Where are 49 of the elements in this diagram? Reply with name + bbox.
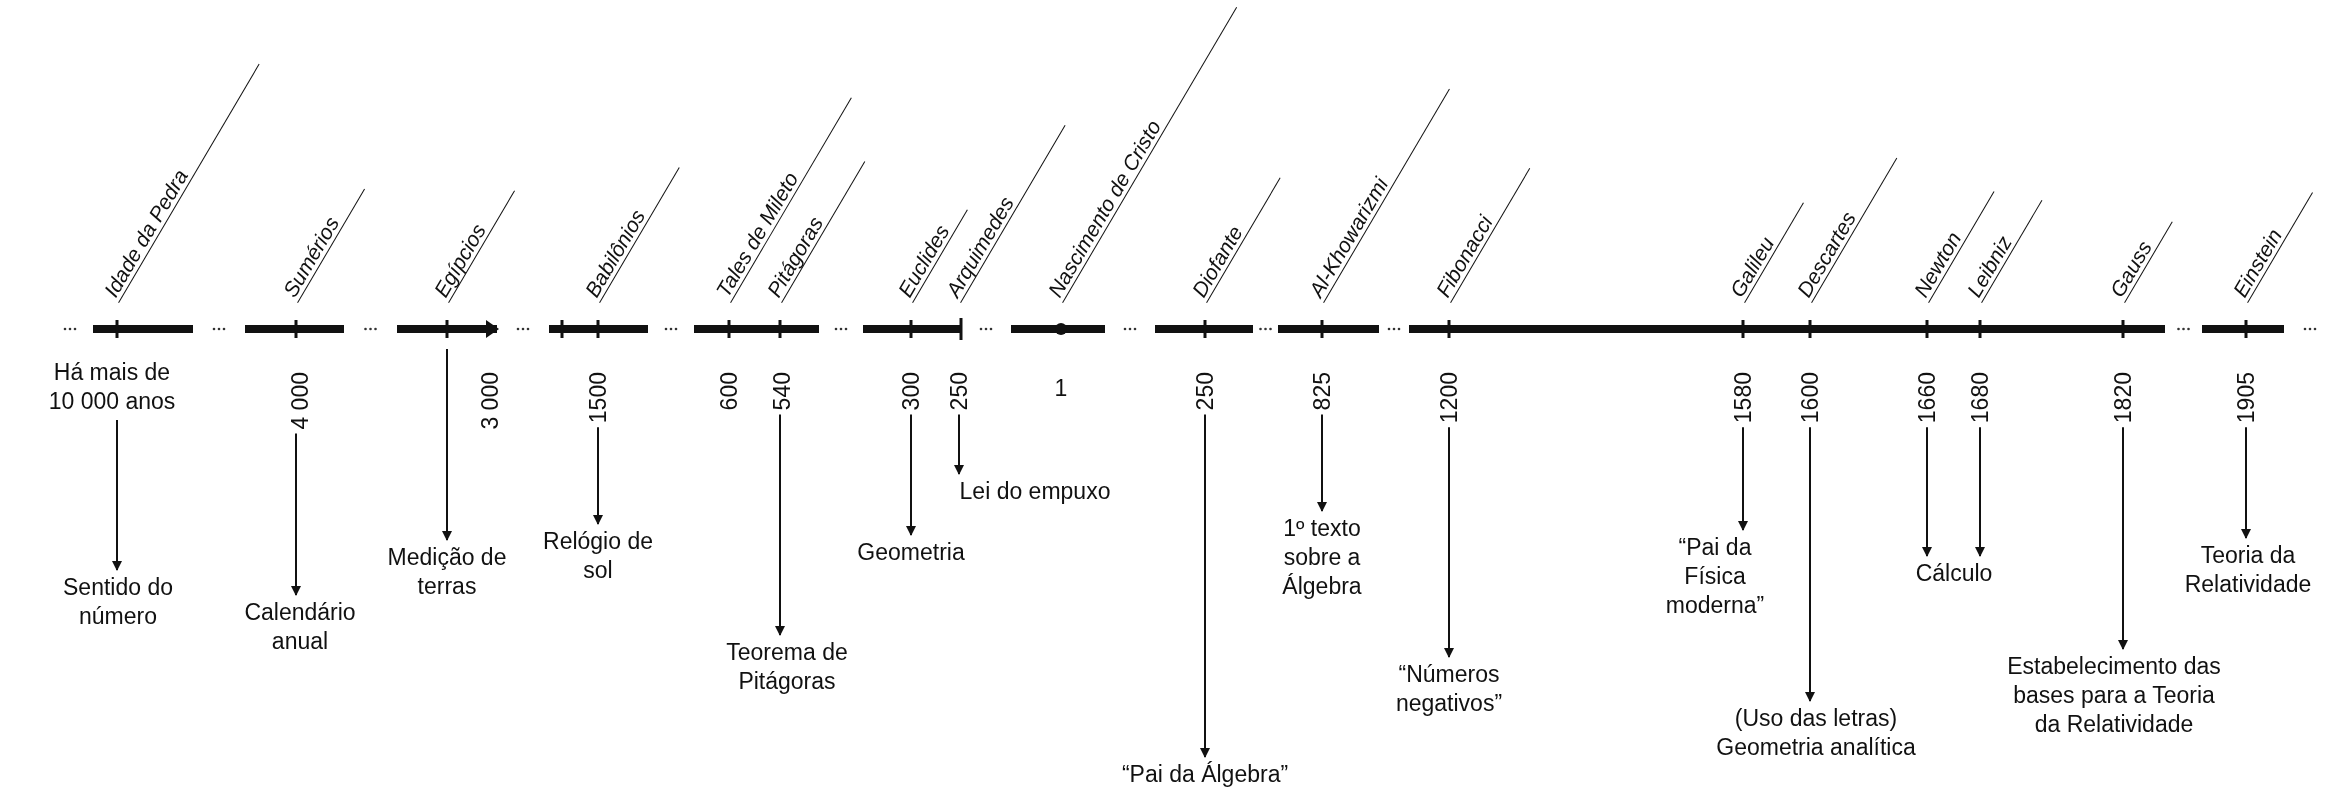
event-label: Geometria [857, 538, 965, 567]
arrow [1200, 413, 1210, 758]
arrow [2241, 426, 2251, 539]
arrow [954, 413, 964, 475]
year-label: 3 000 [477, 372, 503, 430]
event-label: Sentido do número [43, 573, 193, 631]
arrow [1805, 426, 1815, 702]
year-label: 540 [769, 372, 795, 411]
arrow [1922, 426, 1932, 557]
year-label: 1680 [1967, 372, 1993, 424]
event-label: Cálculo [1915, 559, 1993, 588]
event-label: 1º texto sobre a Álgebra [1262, 514, 1382, 601]
year-label: 1 [1054, 374, 1068, 403]
event-label: “Números negativos” [1374, 660, 1524, 718]
arrow [2118, 426, 2128, 650]
year-label: 250 [1192, 372, 1218, 411]
event-label: (Uso das letras) Geometria analítica [1716, 704, 1916, 762]
year-label: 1820 [2110, 372, 2136, 424]
year-label: 825 [1309, 372, 1335, 411]
event-label: “Pai da Física moderna” [1645, 533, 1785, 620]
arrow [1317, 413, 1327, 512]
event-label: Calendário anual [225, 598, 375, 656]
arrow [1975, 426, 1985, 557]
event-label: Medição de terras [362, 543, 532, 601]
arrow [1738, 426, 1748, 531]
year-label: 1200 [1436, 372, 1462, 424]
year-label: Há mais de 10 000 anos [46, 358, 178, 416]
year-label: 1905 [2233, 372, 2259, 424]
year-label: 1580 [1730, 372, 1756, 424]
year-label: 4 000 [287, 372, 313, 430]
year-label: 1500 [585, 372, 611, 424]
year-label: 600 [716, 372, 742, 411]
arrow [291, 432, 301, 596]
arrow [593, 426, 603, 525]
arrow [775, 413, 785, 636]
event-label: “Pai da Álgebra” [1121, 760, 1289, 789]
event-label: Teoria da Relatividade [2158, 541, 2325, 599]
arrow [112, 419, 122, 571]
year-label: 300 [898, 372, 924, 411]
event-label: Relógio de sol [538, 527, 658, 585]
event-label: Estabelecimento das bases para a Teoria da Relatividade [1999, 652, 2229, 739]
year-label: 1600 [1797, 372, 1823, 424]
arrow [442, 348, 452, 541]
event-label: Teorema de Pitágoras [697, 638, 877, 696]
event-label: Lei do empuxo [959, 477, 1111, 506]
year-label: 1660 [1914, 372, 1940, 424]
year-label: 250 [946, 372, 972, 411]
arrow [1444, 426, 1454, 658]
arrow [906, 413, 916, 536]
